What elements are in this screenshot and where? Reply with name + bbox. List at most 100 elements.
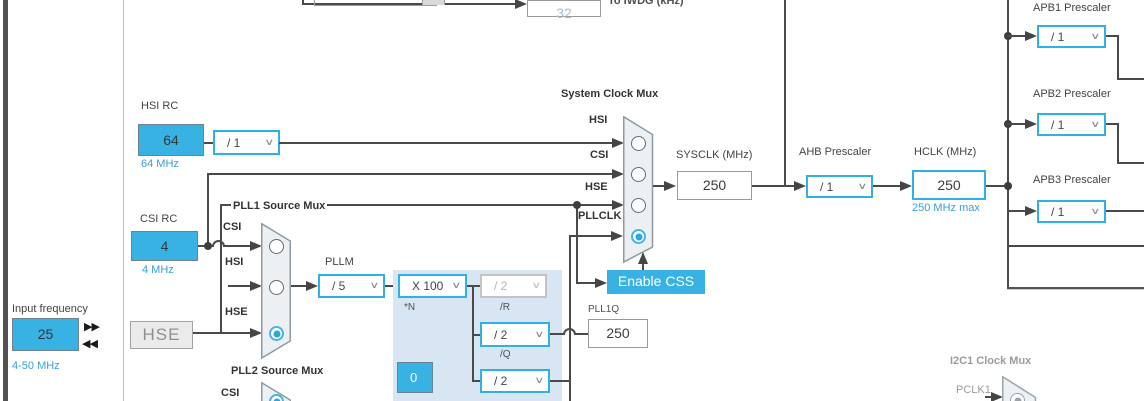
hsi-rc-value: 64 <box>163 132 179 148</box>
junction-dot <box>573 201 581 209</box>
arrowhead <box>595 278 607 288</box>
pll1-n-value: X 100 <box>412 279 444 293</box>
pll1-q-label: /Q <box>500 349 511 360</box>
wire <box>985 396 992 398</box>
system-clock-mux-shape <box>623 116 654 264</box>
pllm-dropdown[interactable]: / 5∨ <box>318 274 385 298</box>
ahb-prescaler-dropdown[interactable]: / 1 ∨ <box>806 175 873 198</box>
clipped-box-edge <box>314 5 437 6</box>
pll1-frac-box[interactable]: 0 <box>397 362 433 393</box>
hclk-value: 250 <box>937 177 961 193</box>
hsi-divider-dropdown[interactable]: / 1 ∨ <box>213 130 280 155</box>
iwdg-freq-box[interactable]: 32 <box>527 0 601 21</box>
wire <box>576 205 578 284</box>
chevron-down-icon: ∨ <box>264 136 275 147</box>
wire <box>385 285 398 287</box>
enable-css-label: Enable CSS <box>617 273 695 289</box>
wire <box>1117 35 1119 80</box>
hclk-box[interactable]: 250 <box>912 170 986 200</box>
enable-css-button[interactable]: Enable CSS <box>607 270 705 294</box>
system-clock-mux-title: System Clock Mux <box>561 88 659 100</box>
pll1-radio-hsi[interactable] <box>269 280 284 295</box>
wire <box>569 235 611 237</box>
arrowhead <box>306 281 318 291</box>
hse-in-arrows-icon: ◀◀ <box>82 338 98 350</box>
input-frequency-box[interactable]: 25 <box>12 318 79 351</box>
wire <box>279 142 612 144</box>
hsi-freq-note: 64 MHz <box>141 158 179 170</box>
pll1-source-mux-title: PLL1 Source Mux <box>231 200 328 212</box>
chevron-down-icon: ∨ <box>531 280 542 291</box>
wire <box>1106 35 1119 37</box>
pll1-input-hse-label: HSE <box>225 306 248 318</box>
hse-box[interactable]: HSE <box>130 321 193 349</box>
wire <box>1117 162 1144 164</box>
pll2-source-mux-title: PLL2 Source Mux <box>231 365 324 377</box>
csi-rc-value-box[interactable]: 4 <box>131 231 198 261</box>
wire <box>1117 123 1119 164</box>
chevron-down-icon: ∨ <box>1090 205 1101 216</box>
wire <box>986 185 1009 187</box>
hsi-divider-value: / 1 <box>227 135 241 150</box>
chevron-down-icon: ∨ <box>857 180 868 191</box>
sys-input-hse-label: HSE <box>585 181 608 193</box>
hclk-max-note: 250 MHz max <box>912 202 980 214</box>
wire <box>204 142 214 144</box>
iwdg-freq-value: 32 <box>556 5 572 21</box>
pll1-radio-csi[interactable] <box>269 239 284 254</box>
apb3-prescaler-dropdown[interactable]: / 1∨ <box>1037 200 1106 223</box>
wire <box>302 3 515 5</box>
pll1-q-dropdown[interactable]: / 2∨ <box>480 322 550 347</box>
sys-radio-hsi[interactable] <box>631 136 646 151</box>
iwdg-label: To IWDG (kHz) <box>608 0 684 7</box>
chevron-down-icon: ∨ <box>1090 30 1101 41</box>
i2c1-radio-pclk1[interactable] <box>1010 393 1025 401</box>
pll1q-label: PLL1Q <box>588 304 620 315</box>
sysclk-box[interactable]: 250 <box>677 171 752 200</box>
arrowhead <box>612 200 624 210</box>
apb3-prescaler-label: APB3 Prescaler <box>1033 174 1111 186</box>
sys-radio-hse[interactable] <box>631 198 646 213</box>
pll1-r-dropdown[interactable]: / 2 ∨ <box>480 274 547 298</box>
junction-dot <box>1004 182 1012 190</box>
wire <box>550 333 564 335</box>
pll1-p-dropdown[interactable]: / 2∨ <box>480 369 550 393</box>
i2c1-clock-mux-title: I2C1 Clock Mux <box>950 355 1032 367</box>
i2c1-input-pclk1-label: PCLK1 <box>956 384 991 396</box>
sys-radio-pllclk[interactable] <box>631 229 646 244</box>
input-frequency-value: 25 <box>37 326 54 342</box>
wire <box>752 185 794 187</box>
sysclk-value: 250 <box>702 177 727 193</box>
arrowhead <box>250 328 262 338</box>
pll1-radio-hse[interactable] <box>269 326 284 341</box>
pll1q-value: 250 <box>606 325 630 341</box>
wire <box>1007 210 1025 212</box>
apb1-prescaler-dropdown[interactable]: / 1∨ <box>1037 25 1106 48</box>
clipped-dropdown-remnant <box>422 0 445 5</box>
pll1-r-value: / 2 <box>494 279 508 293</box>
sys-radio-csi[interactable] <box>631 167 646 182</box>
ahb-prescaler-value: / 1 <box>820 179 834 194</box>
wire <box>1007 245 1144 247</box>
wire <box>642 264 644 271</box>
wire <box>1117 78 1144 80</box>
apb2-prescaler-dropdown[interactable]: / 1∨ <box>1037 113 1106 136</box>
hsi-rc-label: HSI RC <box>141 100 179 112</box>
pll2-radio-csi[interactable] <box>269 394 284 401</box>
pll1q-box[interactable]: 250 <box>588 319 648 348</box>
pll1-frac-value: 0 <box>410 370 418 385</box>
wire <box>1007 123 1025 125</box>
pll1-n-label: *N <box>404 302 416 313</box>
sysclk-label: SYSCLK (MHz) <box>676 149 753 161</box>
csi-freq-note: 4 MHz <box>142 264 174 276</box>
wire <box>574 333 588 335</box>
pll1-n-dropdown[interactable]: X 100∨ <box>398 274 467 298</box>
wire <box>1106 210 1144 212</box>
hsi-rc-value-box[interactable]: 64 <box>138 124 204 156</box>
wire <box>550 380 570 382</box>
apb2-prescaler-label: APB2 Prescaler <box>1033 88 1111 100</box>
wire <box>291 285 306 287</box>
chevron-down-icon: ∨ <box>534 328 545 339</box>
arrowhead <box>794 181 806 191</box>
